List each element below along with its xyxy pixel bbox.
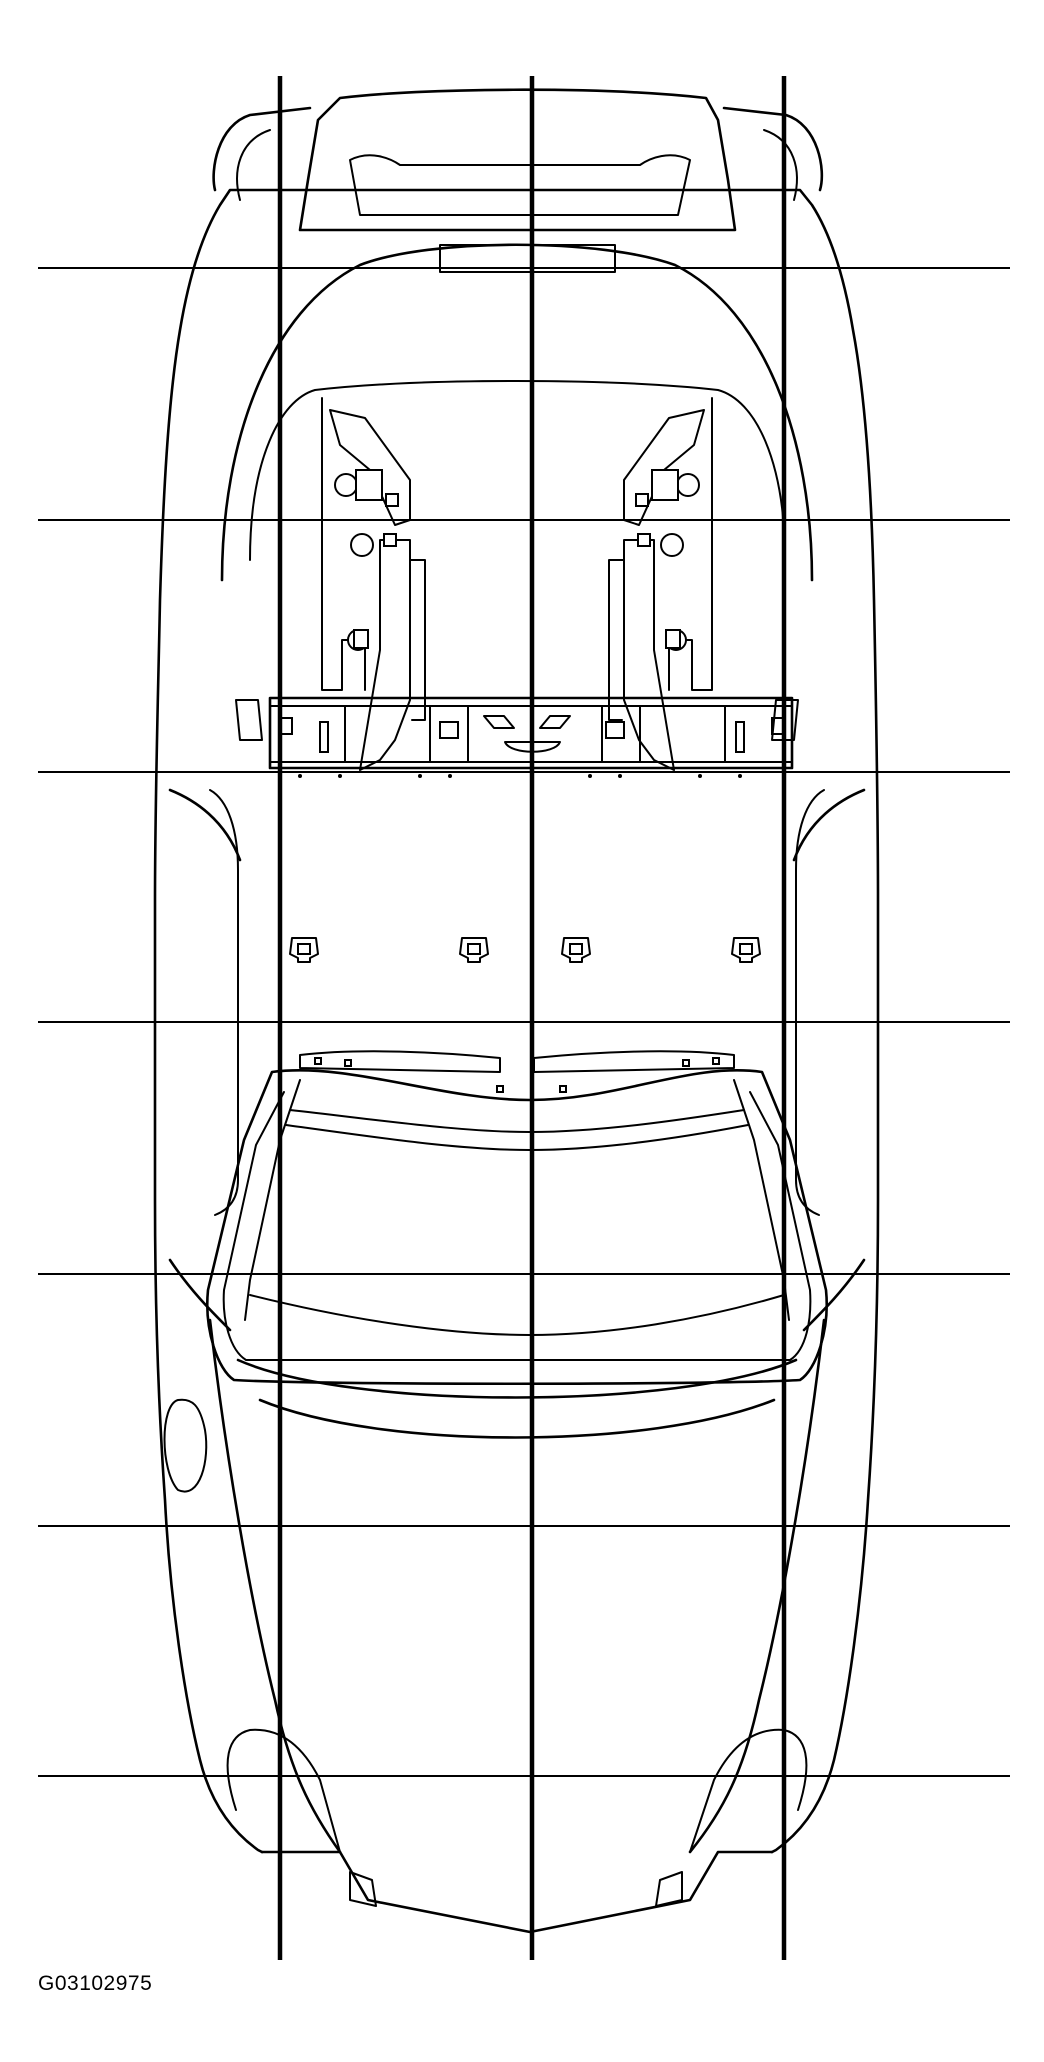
seat-clips <box>289 937 761 963</box>
windshield-frame <box>206 1050 828 1386</box>
roll-bar-structure <box>235 397 799 778</box>
figure-code: G03102975 <box>38 1972 153 1995</box>
reference-grid <box>38 76 1010 1960</box>
car-body-outline <box>153 88 880 1934</box>
